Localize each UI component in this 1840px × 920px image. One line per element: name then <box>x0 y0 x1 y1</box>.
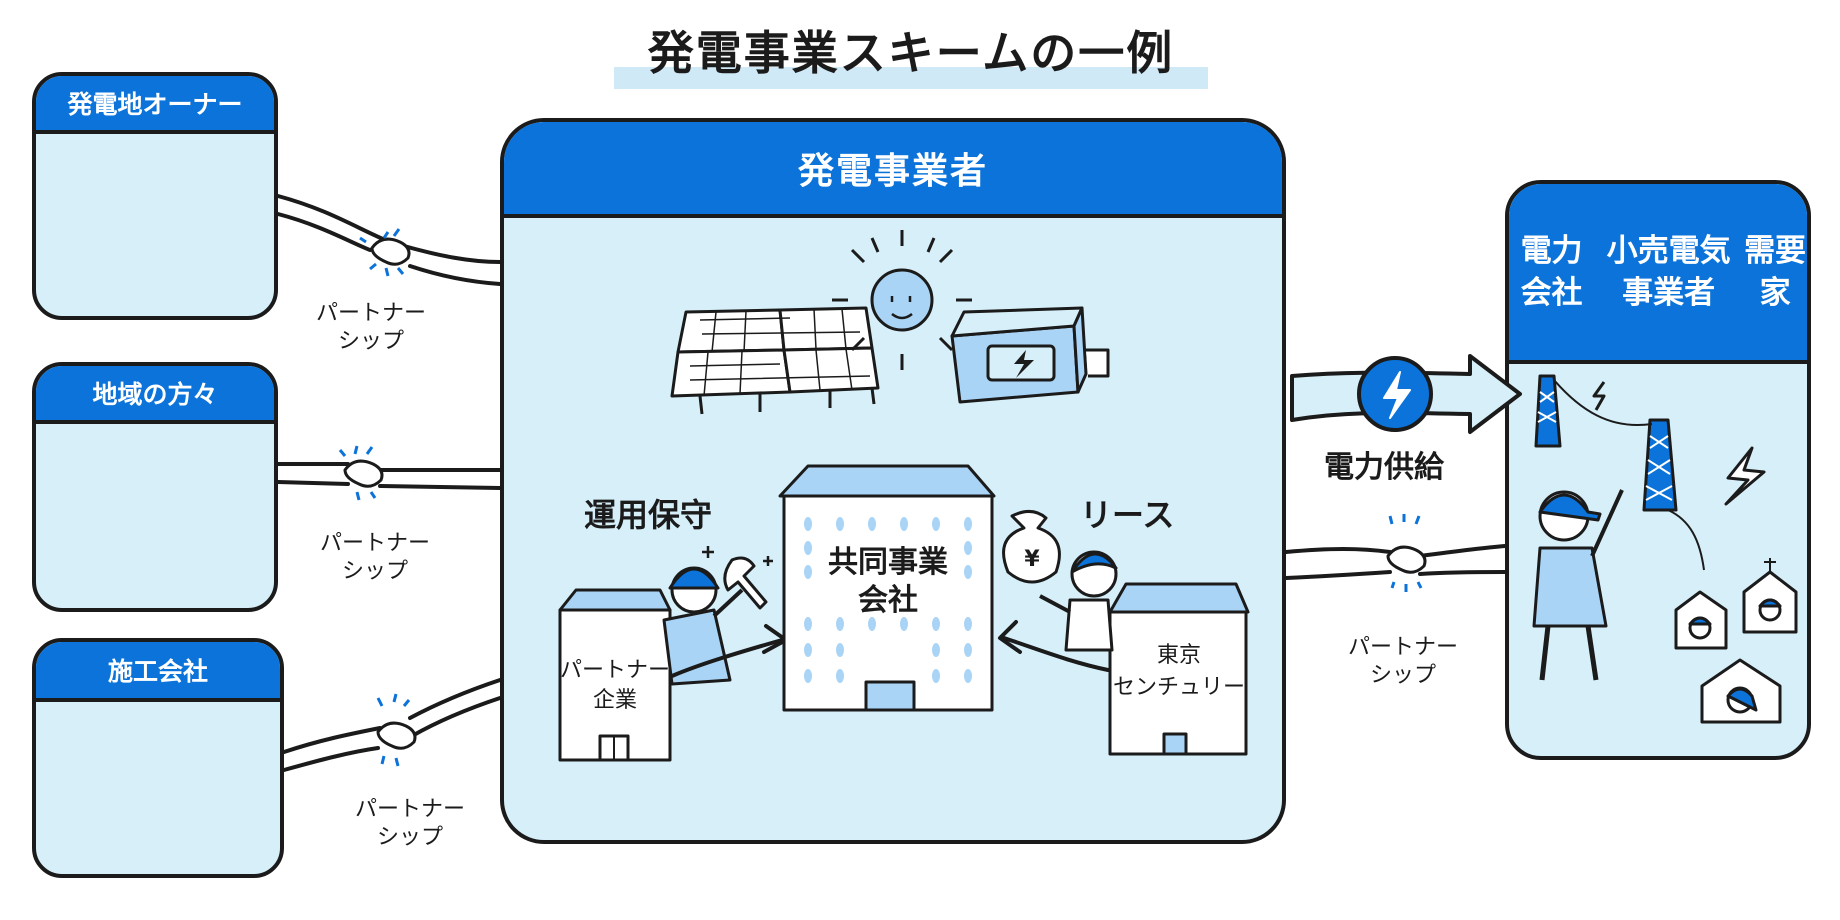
arrow-partner-to-jv <box>670 638 784 678</box>
locals-panel-title: 地域の方々 <box>36 366 274 424</box>
joint-venture-building <box>778 464 996 712</box>
utility-illustration <box>1532 374 1798 724</box>
partner-company-line: 企業 <box>592 688 637 713</box>
diagram-title-area: 発電事業スキームの一例 <box>614 22 1208 92</box>
joint-venture-line: 共同事業 <box>828 545 948 580</box>
diagram-title: 発電事業スキームの一例 <box>647 26 1175 80</box>
tokyo-century-line: センチュリー <box>1112 675 1245 700</box>
solar-array-illustration <box>670 306 880 415</box>
builder-panel-title: 施工会社 <box>36 642 280 702</box>
partner-company-line: パートナー <box>559 658 670 683</box>
maintenance-worker-illustration <box>662 546 773 686</box>
tokyo-century-building <box>1108 582 1250 756</box>
partnership-line: シップ <box>341 559 408 584</box>
partner-company-label: パートナー 企業 <box>550 656 680 716</box>
partnership-label-builder: パートナー シップ <box>345 796 475 852</box>
handshake-icon <box>338 445 384 501</box>
power-supply-arrow <box>1290 354 1522 434</box>
connector-locals <box>276 462 502 490</box>
partnership-line: パートナー <box>354 797 465 822</box>
partnership-line: パートナー <box>315 301 426 326</box>
tokyo-century-label: 東京 センチュリー <box>1104 640 1254 704</box>
battery-storage-icon <box>950 306 1110 404</box>
utility-panel-title: 電力会社 小売電気事業者 需要家 <box>1509 184 1807 364</box>
partner-company-building <box>558 588 672 762</box>
maintenance-label: 運用保守 <box>584 496 713 534</box>
partnership-line: シップ <box>337 329 404 354</box>
connector-utility <box>1284 544 1507 580</box>
leasing-person-illustration: ¥ <box>1002 510 1118 652</box>
utility-title-line: 需要家 <box>1744 233 1807 311</box>
title-highlight <box>614 67 1208 89</box>
partnership-label-locals: パートナー シップ <box>310 530 440 586</box>
handshake-icon <box>1386 514 1427 592</box>
partnership-line: シップ <box>1369 663 1436 688</box>
generator-panel-title: 発電事業者 <box>504 122 1282 218</box>
owner-panel: 発電地オーナー <box>32 72 278 320</box>
arrow-lease-to-jv <box>1002 636 1110 672</box>
partnership-label-owner: パートナー シップ <box>306 300 436 356</box>
sun-icon <box>832 230 972 370</box>
utility-title-line: 小売電気事業者 <box>1606 233 1731 311</box>
joint-venture-line: 会社 <box>858 583 918 618</box>
utility-title-line: 電力会社 <box>1520 233 1583 311</box>
locals-panel: 地域の方々 <box>32 362 278 612</box>
lease-label: リース <box>1080 496 1175 534</box>
joint-venture-label: 共同事業 会社 <box>800 544 976 620</box>
partnership-line: シップ <box>376 825 443 850</box>
partnership-label-utility: パートナー シップ <box>1338 634 1468 690</box>
partnership-line: パートナー <box>319 531 430 556</box>
partnership-line: パートナー <box>1347 635 1458 660</box>
utility-panel: 電力会社 小売電気事業者 需要家 <box>1505 180 1811 760</box>
connector-owner <box>276 194 502 286</box>
tokyo-century-line: 東京 <box>1156 643 1201 668</box>
owner-panel-title: 発電地オーナー <box>36 76 274 134</box>
builder-panel: 施工会社 <box>32 638 284 878</box>
handshake-icon <box>359 228 411 277</box>
handshake-icon <box>376 693 417 767</box>
connector-builder <box>282 678 502 772</box>
power-supply-label: 電力供給 <box>1324 450 1444 485</box>
yen-icon: ¥ <box>1024 547 1040 572</box>
